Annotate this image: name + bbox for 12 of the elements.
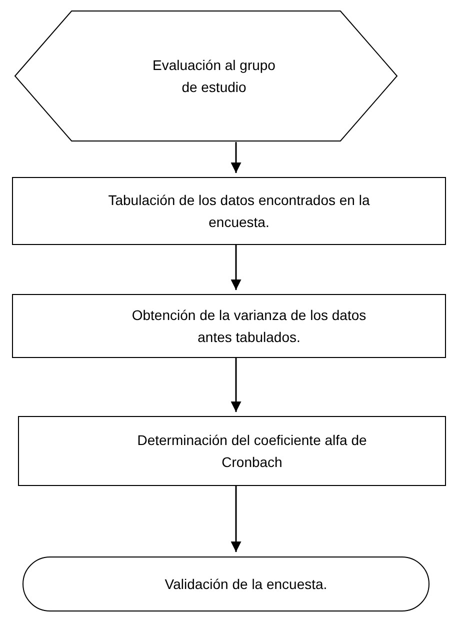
process-box bbox=[18, 416, 446, 486]
step-label: Determinación del coeficiente alfa de Cronbach bbox=[137, 431, 367, 472]
arrow bbox=[230, 358, 242, 412]
step-label: Tabulación de los datos encontrados en la encuesta. bbox=[107, 191, 371, 232]
step-label: Evaluación al grupo de estudio bbox=[152, 56, 276, 97]
process-box bbox=[12, 177, 446, 245]
arrow bbox=[230, 142, 242, 173]
arrow bbox=[230, 486, 242, 552]
step-label: Validación de la encuesta. bbox=[164, 575, 328, 594]
process-box bbox=[12, 294, 446, 358]
arrow bbox=[230, 245, 242, 290]
step-label: Obtención de la varianza de los datos antes tabulados. bbox=[130, 306, 368, 347]
